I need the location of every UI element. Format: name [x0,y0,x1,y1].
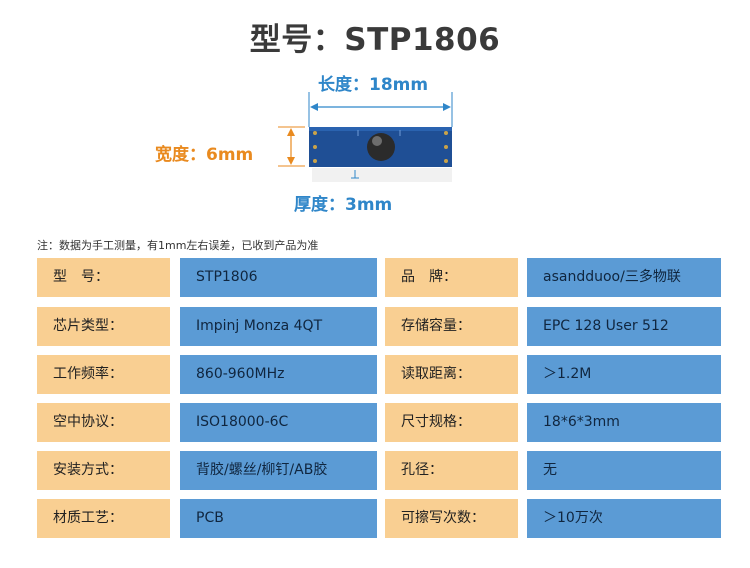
spec-label: 型 号： [37,258,170,297]
spec-value: ISO18000-6C [180,403,377,442]
pad-icon [444,131,448,135]
chip-dome [367,133,395,161]
spec-value: Impinj Monza 4QT [180,307,377,346]
spec-row: 材质工艺： PCB 可擦写次数： ＞10万次 [37,499,721,538]
arrow-right-icon [443,103,451,111]
pad-icon [313,145,317,149]
arrow-up-icon [287,128,295,136]
pcb-highlight [309,127,452,131]
spec-label: 材质工艺： [37,499,170,538]
spec-label: 读取距离： [385,355,518,394]
spec-value: STP1806 [180,258,377,297]
spec-value: asandduoo/三多物联 [527,258,721,297]
pad-icon [444,159,448,163]
spec-row: 工作频率： 860-960MHz 读取距离： ＞1.2M [37,355,721,394]
page-title: 型号：STP1806 [249,22,501,58]
spec-row: 芯片类型： Impinj Monza 4QT 存储容量： EPC 128 Use… [37,307,721,346]
spec-label: 品 牌： [385,258,518,297]
thickness-label: 厚度：3mm [294,195,393,215]
spec-label: 空中协议： [37,403,170,442]
spec-value: ＞1.2M [527,355,721,394]
spec-label: 可擦写次数： [385,499,518,538]
spec-label: 尺寸规格： [385,403,518,442]
chip-dome-highlight [372,136,382,146]
spec-value: 背胶/螺丝/柳钉/AB胶 [180,451,377,490]
spec-value: 860-960MHz [180,355,377,394]
spec-label: 存储容量： [385,307,518,346]
length-label: 长度：18mm [318,75,429,95]
spec-label: 安装方式： [37,451,170,490]
spec-label: 孔径： [385,451,518,490]
arrow-down-icon [287,157,295,165]
pad-icon [313,131,317,135]
pad-icon [313,159,317,163]
measurement-note: 注：数据为手工测量，有1mm左右误差，已收到产品为准 [37,239,319,252]
pad-icon [444,145,448,149]
spec-value: PCB [180,499,377,538]
width-label: 宽度：6mm [155,145,254,165]
spec-row: 安装方式： 背胶/螺丝/柳钉/AB胶 孔径： 无 [37,451,721,490]
product-dimension-diagram [278,92,453,182]
spec-value: 18*6*3mm [527,403,721,442]
spec-row: 空中协议： ISO18000-6C 尺寸规格： 18*6*3mm [37,403,721,442]
tag-shadow [312,168,452,182]
spec-value: ＞10万次 [527,499,721,538]
spec-row: 型 号： STP1806 品 牌： asandduoo/三多物联 [37,258,721,297]
spec-label: 芯片类型： [37,307,170,346]
spec-value: 无 [527,451,721,490]
arrow-left-icon [310,103,318,111]
spec-value: EPC 128 User 512 [527,307,721,346]
spec-label: 工作频率： [37,355,170,394]
